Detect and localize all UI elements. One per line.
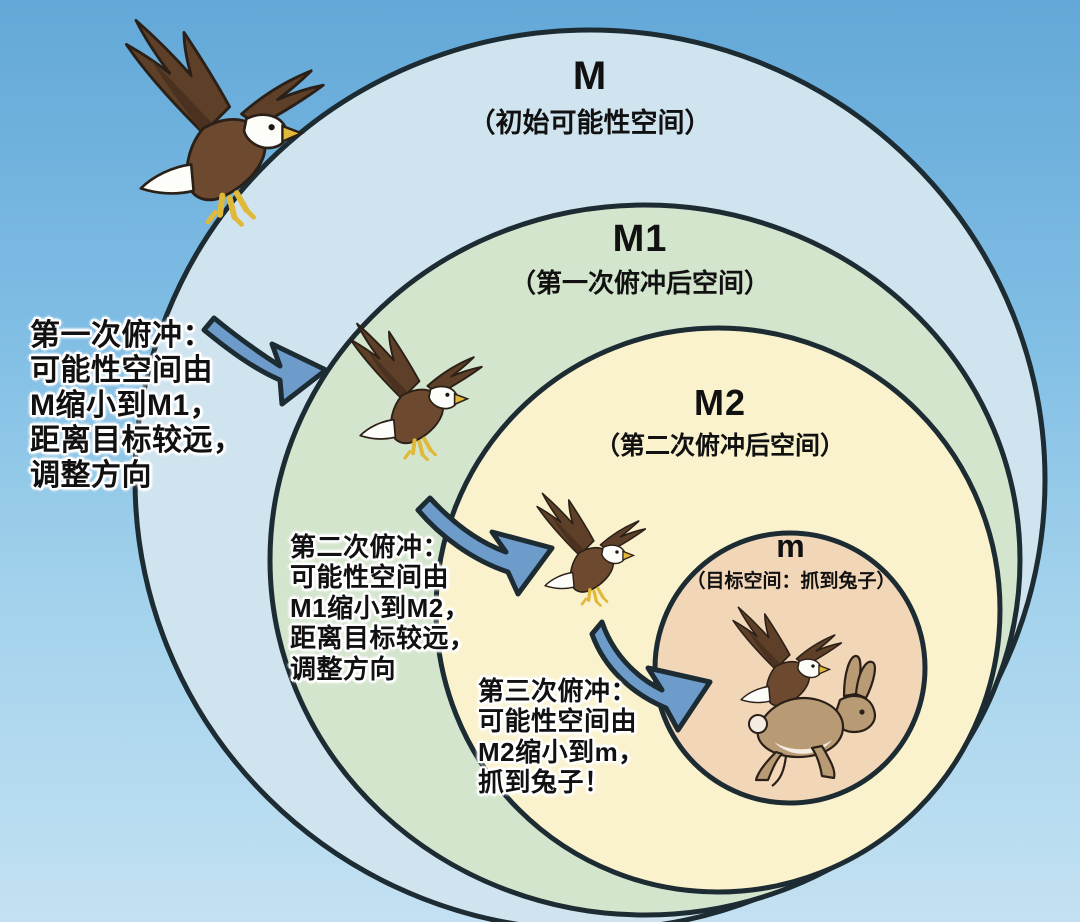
- set-label-m-subtitle: （目标空间：抓到兔子）: [686, 571, 896, 592]
- arrow-2: [415, 495, 555, 597]
- set-label-M2: M2 （第二次俯冲后空间）: [540, 382, 900, 462]
- set-label-M2-name: M2: [693, 382, 746, 423]
- rabbit: [748, 654, 876, 787]
- set-label-M-name: M: [572, 54, 608, 98]
- annotation-dive-1: 第一次俯冲： 可能性空间由 M缩小到M1， 距离目标较远， 调整方向: [30, 319, 244, 493]
- set-label-M: M （初始可能性空间）: [400, 54, 780, 140]
- eagle-2: [351, 324, 482, 460]
- set-label-M1-subtitle: （第一次俯冲后空间）: [509, 268, 770, 298]
- eagle-1: [126, 20, 323, 224]
- annotation-dive-2: 第二次俯冲： 可能性空间由 M1缩小到M2， 距离目标较远， 调整方向: [290, 532, 476, 684]
- eagle-3: [535, 491, 648, 608]
- annotation-dive-3: 第三次俯冲： 可能性空间由 M2缩小到m， 抓到兔子！: [478, 676, 645, 798]
- set-label-m-name: m: [776, 528, 806, 564]
- set-label-M2-subtitle: （第二次俯冲后空间）: [594, 432, 845, 460]
- arrow-1: [201, 315, 329, 407]
- set-label-M1-name: M1: [612, 218, 668, 260]
- set-label-M1: M1 （第一次俯冲后空间）: [450, 218, 830, 300]
- set-label-M-subtitle: （初始可能性空间）: [468, 108, 712, 138]
- set-label-m: m （目标空间：抓到兔子）: [660, 528, 922, 593]
- arrow-3: [589, 619, 713, 733]
